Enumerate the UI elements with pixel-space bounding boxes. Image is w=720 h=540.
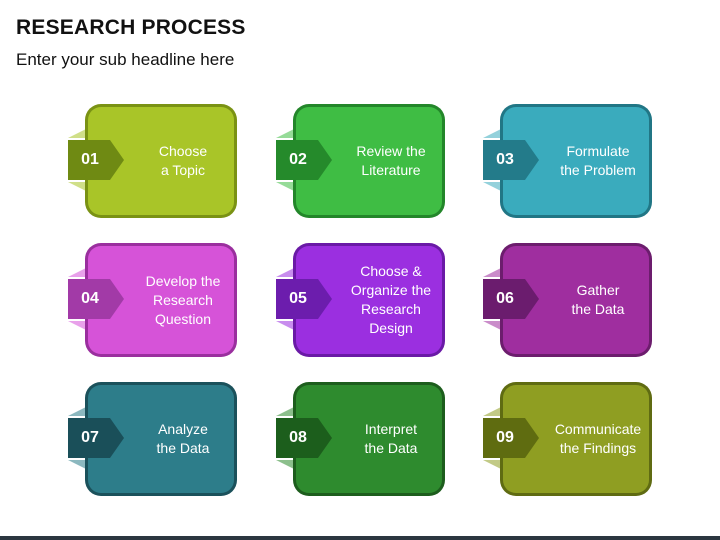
fold-flap-bottom [68,460,88,470]
step-card-shape [483,382,652,496]
fold-flap-top [276,267,296,277]
step-card-04: 04 Develop the Research Question [66,241,246,359]
step-card-03: 03 Formulate the Problem [481,102,661,220]
card-body [503,385,649,493]
fold-flap-bottom [276,182,296,192]
fold-flap-top [483,406,503,416]
step-card-08: 08 Interpret the Data [274,380,454,498]
step-card-06: 06 Gather the Data [481,241,661,359]
step-card-shape [68,243,237,357]
number-arrow [483,418,539,458]
step-card-shape [68,104,237,218]
number-arrow [483,140,539,180]
step-label: Interpret the Data [364,421,418,456]
step-label: Review the Literature [356,143,426,178]
step-label: Choose & Organize the Research Design [350,263,432,336]
step-number-badge: 04 [81,290,99,307]
step-label: Formulate the Problem [560,143,636,178]
card-body [88,385,234,493]
fold-flap-top [68,128,88,138]
step-card-shape [276,382,445,496]
fold-flap-top [68,406,88,416]
fold-flap-bottom [483,460,503,470]
step-card-shape [483,243,652,357]
step-label: Choose a Topic [158,143,208,178]
step-number-badge: 02 [289,151,307,168]
number-arrow [276,418,332,458]
number-arrow [68,418,124,458]
fold-flap-top [483,128,503,138]
footer-bar [0,536,720,540]
fold-flap-bottom [483,321,503,331]
step-number-badge: 07 [81,429,99,446]
step-label: Communicate the Findings [554,421,642,456]
step-number-badge: 01 [81,151,99,168]
card-body [503,107,649,215]
number-arrow [276,279,332,319]
fold-flap-bottom [276,321,296,331]
fold-flap-top [483,267,503,277]
page-subtitle: Enter your sub headline here [16,50,235,69]
step-number-badge: 03 [496,151,514,168]
step-label: Gather the Data [571,282,625,317]
step-number-badge: 05 [289,290,307,307]
step-number-badge: 09 [496,429,514,446]
step-card-01: 01 Choose a Topic [66,102,246,220]
step-card-09: 09 Communicate the Findings [481,380,661,498]
fold-flap-bottom [483,182,503,192]
step-card-02: 02 Review the Literature [274,102,454,220]
number-arrow [68,140,124,180]
step-number-badge: 06 [496,290,514,307]
step-label: Analyze the Data [156,421,210,456]
card-body [296,385,442,493]
fold-flap-bottom [276,460,296,470]
fold-flap-bottom [68,182,88,192]
step-number-badge: 08 [289,429,307,446]
number-arrow [276,140,332,180]
page-title: RESEARCH PROCESS [16,16,246,39]
fold-flap-top [276,406,296,416]
step-card-07: 07 Analyze the Data [66,380,246,498]
step-card-05: 05 Choose & Organize the Research Design [274,241,454,359]
fold-flap-top [276,128,296,138]
card-body [296,246,442,354]
card-body [503,246,649,354]
number-arrow [483,279,539,319]
step-card-shape [68,382,237,496]
number-arrow [68,279,124,319]
card-body [296,107,442,215]
step-card-shape [276,243,445,357]
step-label: Develop the Research Question [145,272,221,327]
step-card-shape [276,104,445,218]
step-card-shape [483,104,652,218]
fold-flap-top [68,267,88,277]
fold-flap-bottom [68,321,88,331]
card-body [88,107,234,215]
card-body [88,246,234,354]
